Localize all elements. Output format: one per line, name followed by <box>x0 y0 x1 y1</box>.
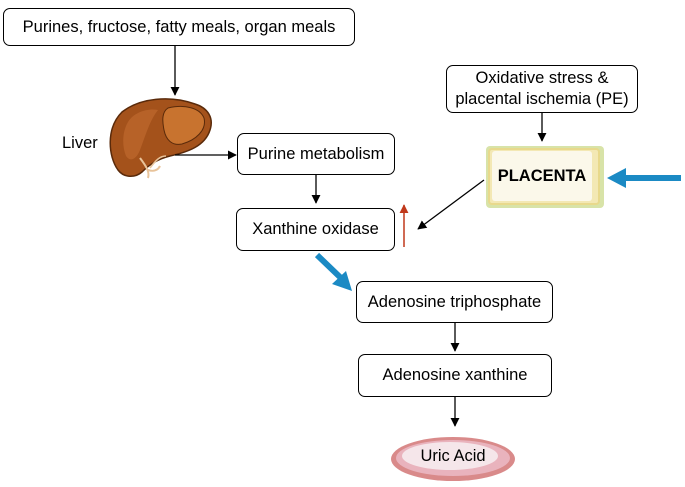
oxidative-stress-box: Oxidative stress & placental ischemia (P… <box>446 65 638 113</box>
liver-label: Liver <box>62 134 98 152</box>
blue-arrow-into-placenta <box>607 168 681 188</box>
purine-metabolism-text: Purine metabolism <box>247 144 385 163</box>
placenta-box: PLACENTA <box>486 146 604 208</box>
uric-acid-shape <box>391 437 515 481</box>
uric-acid-label: Uric Acid <box>420 447 486 465</box>
diet-box: Purines, fructose, fatty meals, organ me… <box>3 8 355 46</box>
adenosine-xanthine-text: Adenosine xanthine <box>382 366 528 385</box>
arrow-placenta-to-xanthine <box>417 179 485 230</box>
purine-metabolism-box: Purine metabolism <box>237 133 395 175</box>
diet-box-text: Purines, fructose, fatty meals, organ me… <box>22 17 336 36</box>
xanthine-oxidase-text: Xanthine oxidase <box>252 220 379 239</box>
oxidative-stress-text: Oxidative stress & placental ischemia (P… <box>455 69 629 108</box>
xanthine-oxidase-box: Xanthine oxidase <box>236 208 395 251</box>
atp-box: Adenosine triphosphate <box>356 281 553 323</box>
adenosine-xanthine-box: Adenosine xanthine <box>358 354 552 397</box>
liver-icon <box>109 98 212 179</box>
atp-text: Adenosine triphosphate <box>367 292 542 311</box>
placenta-label: PLACENTA <box>492 151 592 201</box>
blue-arrow-xanthine-to-atp <box>314 252 352 291</box>
